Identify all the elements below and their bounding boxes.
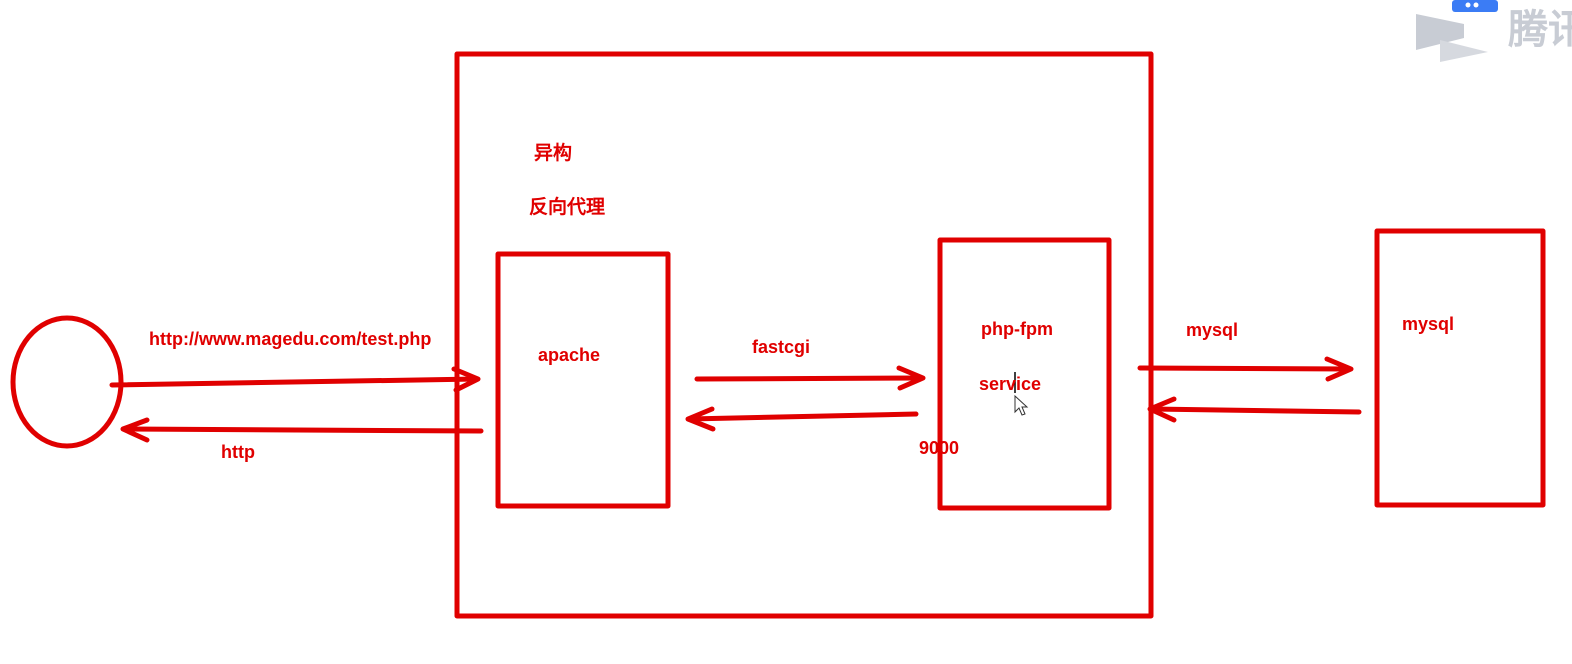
watermark-text: 腾讯 [1508,7,1572,53]
request-arrow [109,366,481,393]
apache-box [495,251,671,509]
fastcgi-response-arrow [685,406,919,432]
service-label: service [979,374,1042,394]
apache-label: apache [538,345,601,365]
mysql-box [1374,228,1546,508]
proxy-container [454,51,1154,619]
mysql-box-label: mysql [1402,314,1455,334]
php-fpm-box [937,237,1112,511]
http-label: http [221,442,255,462]
url-label: http://www.magedu.com/test.php [149,329,432,349]
play-logo-icon [1416,0,1498,62]
php-fpm-label: php-fpm [981,319,1053,339]
response-arrow [120,417,484,443]
fastcgi-request-arrow [694,365,926,391]
fastcgi-label: fastcgi [752,337,811,357]
mysql-response-arrow [1147,396,1362,423]
mouse-pointer-icon [1014,372,1029,416]
client-node [10,315,124,449]
reverse-proxy-label: 反向代理 [529,196,606,218]
mysql-link-label: mysql [1186,320,1239,340]
port-label: 9000 [919,438,960,458]
mysql-request-arrow [1137,356,1354,382]
heterogeneous-label: 异构 [534,142,573,164]
